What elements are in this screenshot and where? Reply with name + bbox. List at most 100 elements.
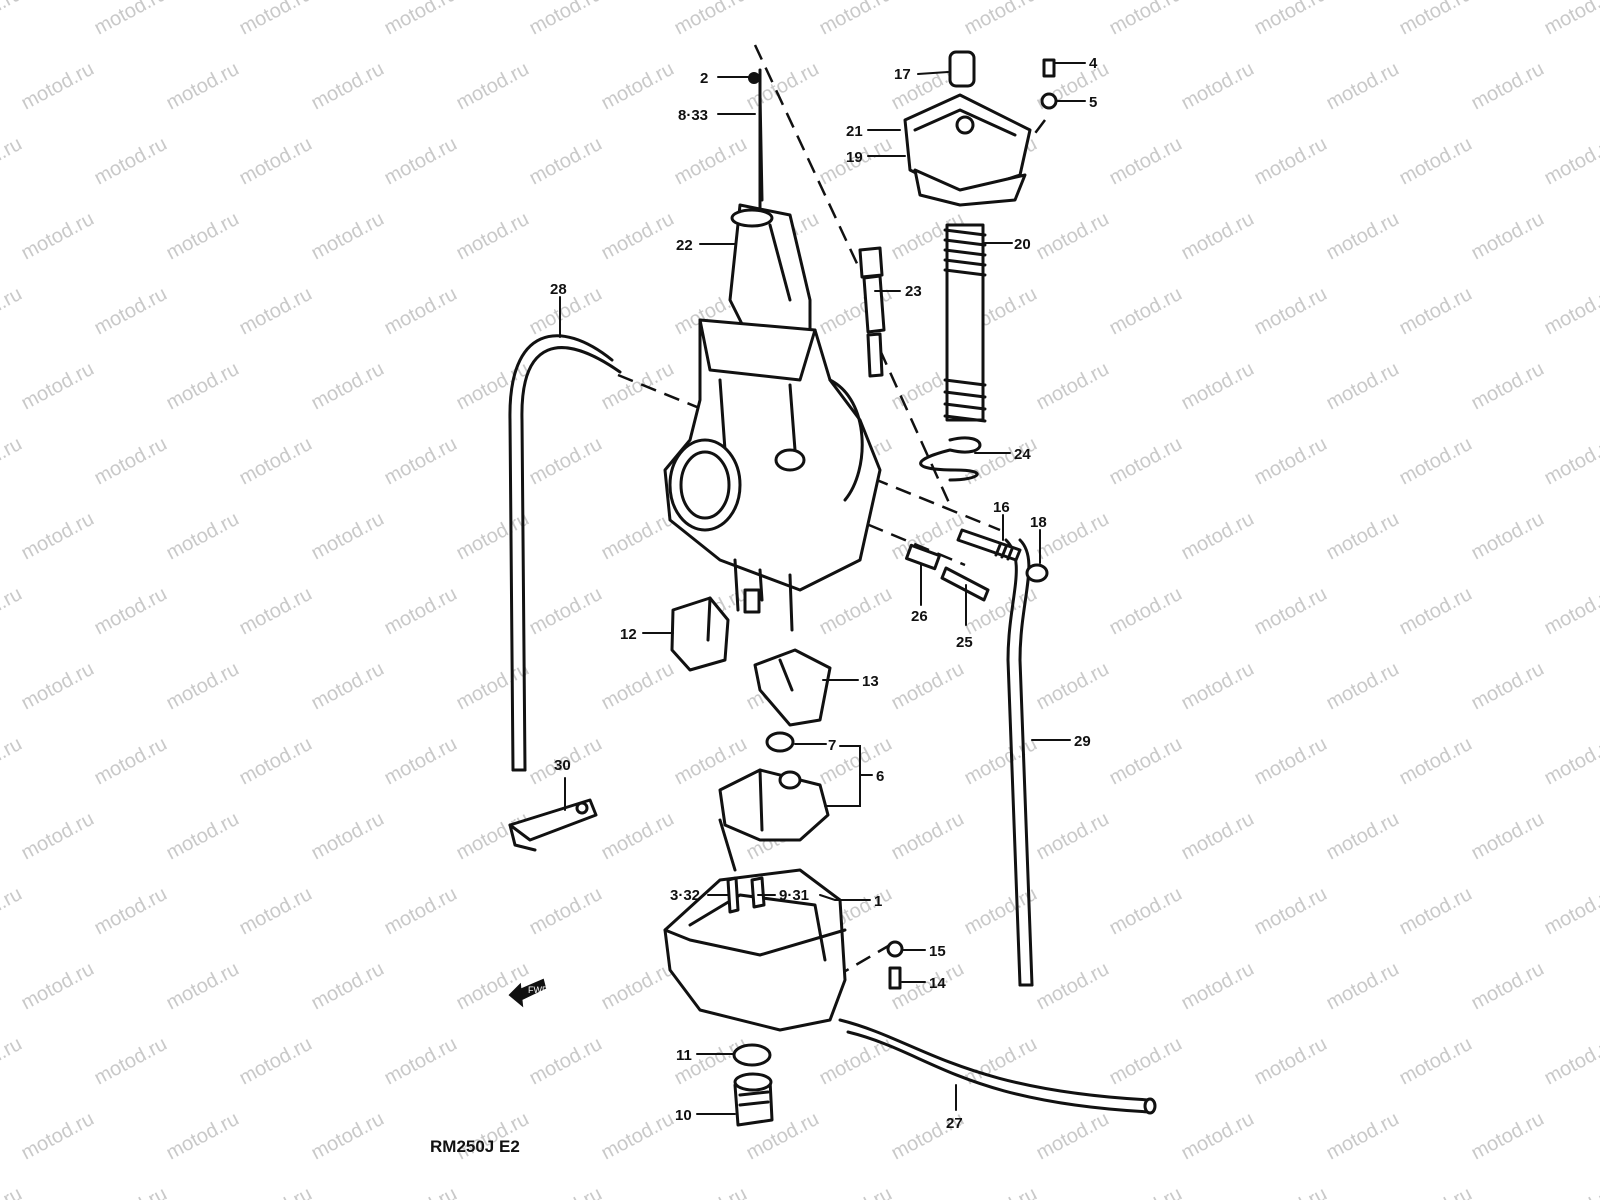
watermark-text: motod.ru — [381, 583, 461, 639]
label-part-22: 22 — [676, 237, 693, 254]
watermark-text: motod.ru — [1396, 883, 1476, 939]
watermark-text: motod.ru — [1468, 658, 1548, 714]
part-labels: 2 8·33 22 23 17 4 5 21 19 20 24 28 — [550, 55, 1098, 1132]
label-part-3-32: 3·32 — [670, 887, 700, 904]
label-part-9-31: 9·31 — [779, 887, 809, 904]
label-part-16: 16 — [993, 499, 1010, 516]
watermark-text: motod.ru — [91, 0, 171, 39]
watermark-text: motod.ru — [163, 808, 243, 864]
label-part-20: 20 — [1014, 236, 1031, 253]
watermark-text: motod.ru — [1396, 433, 1476, 489]
watermark-text: motod.ru — [453, 208, 533, 264]
watermark-text: motod.ru — [1541, 1033, 1600, 1089]
bracket-30 — [508, 798, 598, 852]
watermark-text: motod.ru — [1396, 583, 1476, 639]
watermark-text: motod.ru — [1178, 958, 1258, 1014]
watermark-text: motod.ru — [598, 808, 678, 864]
watermark-text: motod.ru — [91, 733, 171, 789]
watermark-text: motod.ru — [1251, 1183, 1331, 1200]
watermark-text: motod.ru — [381, 133, 461, 189]
watermark-text: motod.ru — [0, 133, 26, 189]
watermark-text: motod.ru — [1106, 133, 1186, 189]
watermark-text: motod.ru — [598, 1108, 678, 1164]
label-part-1: 1 — [874, 893, 882, 910]
watermark-text: motod.ru — [1396, 733, 1476, 789]
spring-24 — [919, 436, 982, 482]
watermark-text: motod.ru — [308, 358, 388, 414]
watermark-text: motod.ru — [1541, 733, 1600, 789]
watermark-text: motod.ru — [526, 583, 606, 639]
watermark-text: motod.ru — [18, 658, 98, 714]
watermark-text: motod.ru — [236, 133, 316, 189]
label-part-11: 11 — [676, 1047, 692, 1064]
watermark-text: motod.ru — [18, 1108, 98, 1164]
watermark-text: motod.ru — [1251, 433, 1331, 489]
hose-29 — [1018, 538, 1034, 987]
watermark-text: motod.ru — [381, 0, 461, 39]
cap-17 — [948, 50, 976, 88]
watermark-text: motod.ru — [1323, 358, 1403, 414]
watermark-text: motod.ru — [1033, 808, 1113, 864]
screw-14 — [888, 966, 902, 990]
watermark-text: motod.ru — [381, 283, 461, 339]
watermark-text: motod.ru — [526, 1033, 606, 1089]
watermark-text: motod.ru — [961, 733, 1041, 789]
watermark-text: motod.ru — [1106, 0, 1186, 39]
watermark-text: motod.ru — [598, 658, 678, 714]
watermark-text: motod.ru — [18, 508, 98, 564]
watermark-text: motod.ru — [1178, 1108, 1258, 1164]
watermark-text: motod.ru — [1468, 358, 1548, 414]
watermark-text: motod.ru — [1541, 433, 1600, 489]
label-part-27: 27 — [946, 1115, 963, 1132]
watermark-text: motod.ru — [18, 958, 98, 1014]
fwd-label: FWD — [528, 985, 549, 995]
watermark-text: motod.ru — [453, 658, 533, 714]
watermark-text: motod.ru — [381, 1183, 461, 1200]
watermark-text: motod.ru — [453, 508, 533, 564]
screw-4 — [1042, 58, 1056, 78]
spring-26 — [905, 543, 941, 571]
label-part-30: 30 — [554, 757, 571, 774]
label-part-15: 15 — [929, 943, 946, 960]
watermark-text: motod.ru — [236, 883, 316, 939]
screw-16 — [956, 528, 1022, 562]
watermark-text: motod.ru — [308, 508, 388, 564]
watermark-text: motod.ru — [526, 883, 606, 939]
washer-15 — [886, 940, 904, 958]
label-part-21: 21 — [846, 123, 863, 140]
watermark-text: motod.ru — [816, 0, 896, 39]
fwd-arrow: FWD — [508, 978, 549, 1008]
watermark-text: motod.ru — [1033, 208, 1113, 264]
watermark-text: motod.ru — [1468, 58, 1548, 114]
watermark-text: motod.ru — [1541, 283, 1600, 339]
watermark-text: motod.ru — [0, 883, 26, 939]
watermark-text: motod.ru — [1323, 958, 1403, 1014]
hose-28 — [520, 346, 622, 772]
watermark-text: motod.ru — [1251, 883, 1331, 939]
watermark-text: motod.ru — [1251, 733, 1331, 789]
float-12 — [670, 596, 730, 672]
watermark-text: motod.ru — [0, 1183, 26, 1200]
watermark-text: motod.ru — [526, 433, 606, 489]
watermark-text: motod.ru — [1033, 958, 1113, 1014]
watermark-text: motod.ru — [1178, 808, 1258, 864]
label-part-17: 17 — [894, 66, 911, 83]
label-part-14: 14 — [929, 975, 946, 992]
watermark-text: motod.ru — [526, 0, 606, 39]
watermark-text: motod.ru — [163, 208, 243, 264]
watermark-text: motod.ru — [91, 1183, 171, 1200]
watermark-text: motod.ru — [671, 0, 751, 39]
label-part-24: 24 — [1014, 446, 1031, 463]
watermark-text: motod.ru — [236, 0, 316, 39]
watermark-text: motod.ru — [1106, 433, 1186, 489]
watermark-text: motod.ru — [1541, 583, 1600, 639]
watermark-text: motod.ru — [236, 283, 316, 339]
watermark-text: motod.ru — [526, 133, 606, 189]
watermark-text: motod.ru — [1323, 208, 1403, 264]
gasket-19 — [913, 168, 1027, 207]
watermark-text: motod.ru — [816, 1183, 896, 1200]
watermark-text: motod.ru — [236, 1183, 316, 1200]
watermark-text: motod.ru — [1468, 508, 1548, 564]
watermark-text: motod.ru — [1396, 133, 1476, 189]
